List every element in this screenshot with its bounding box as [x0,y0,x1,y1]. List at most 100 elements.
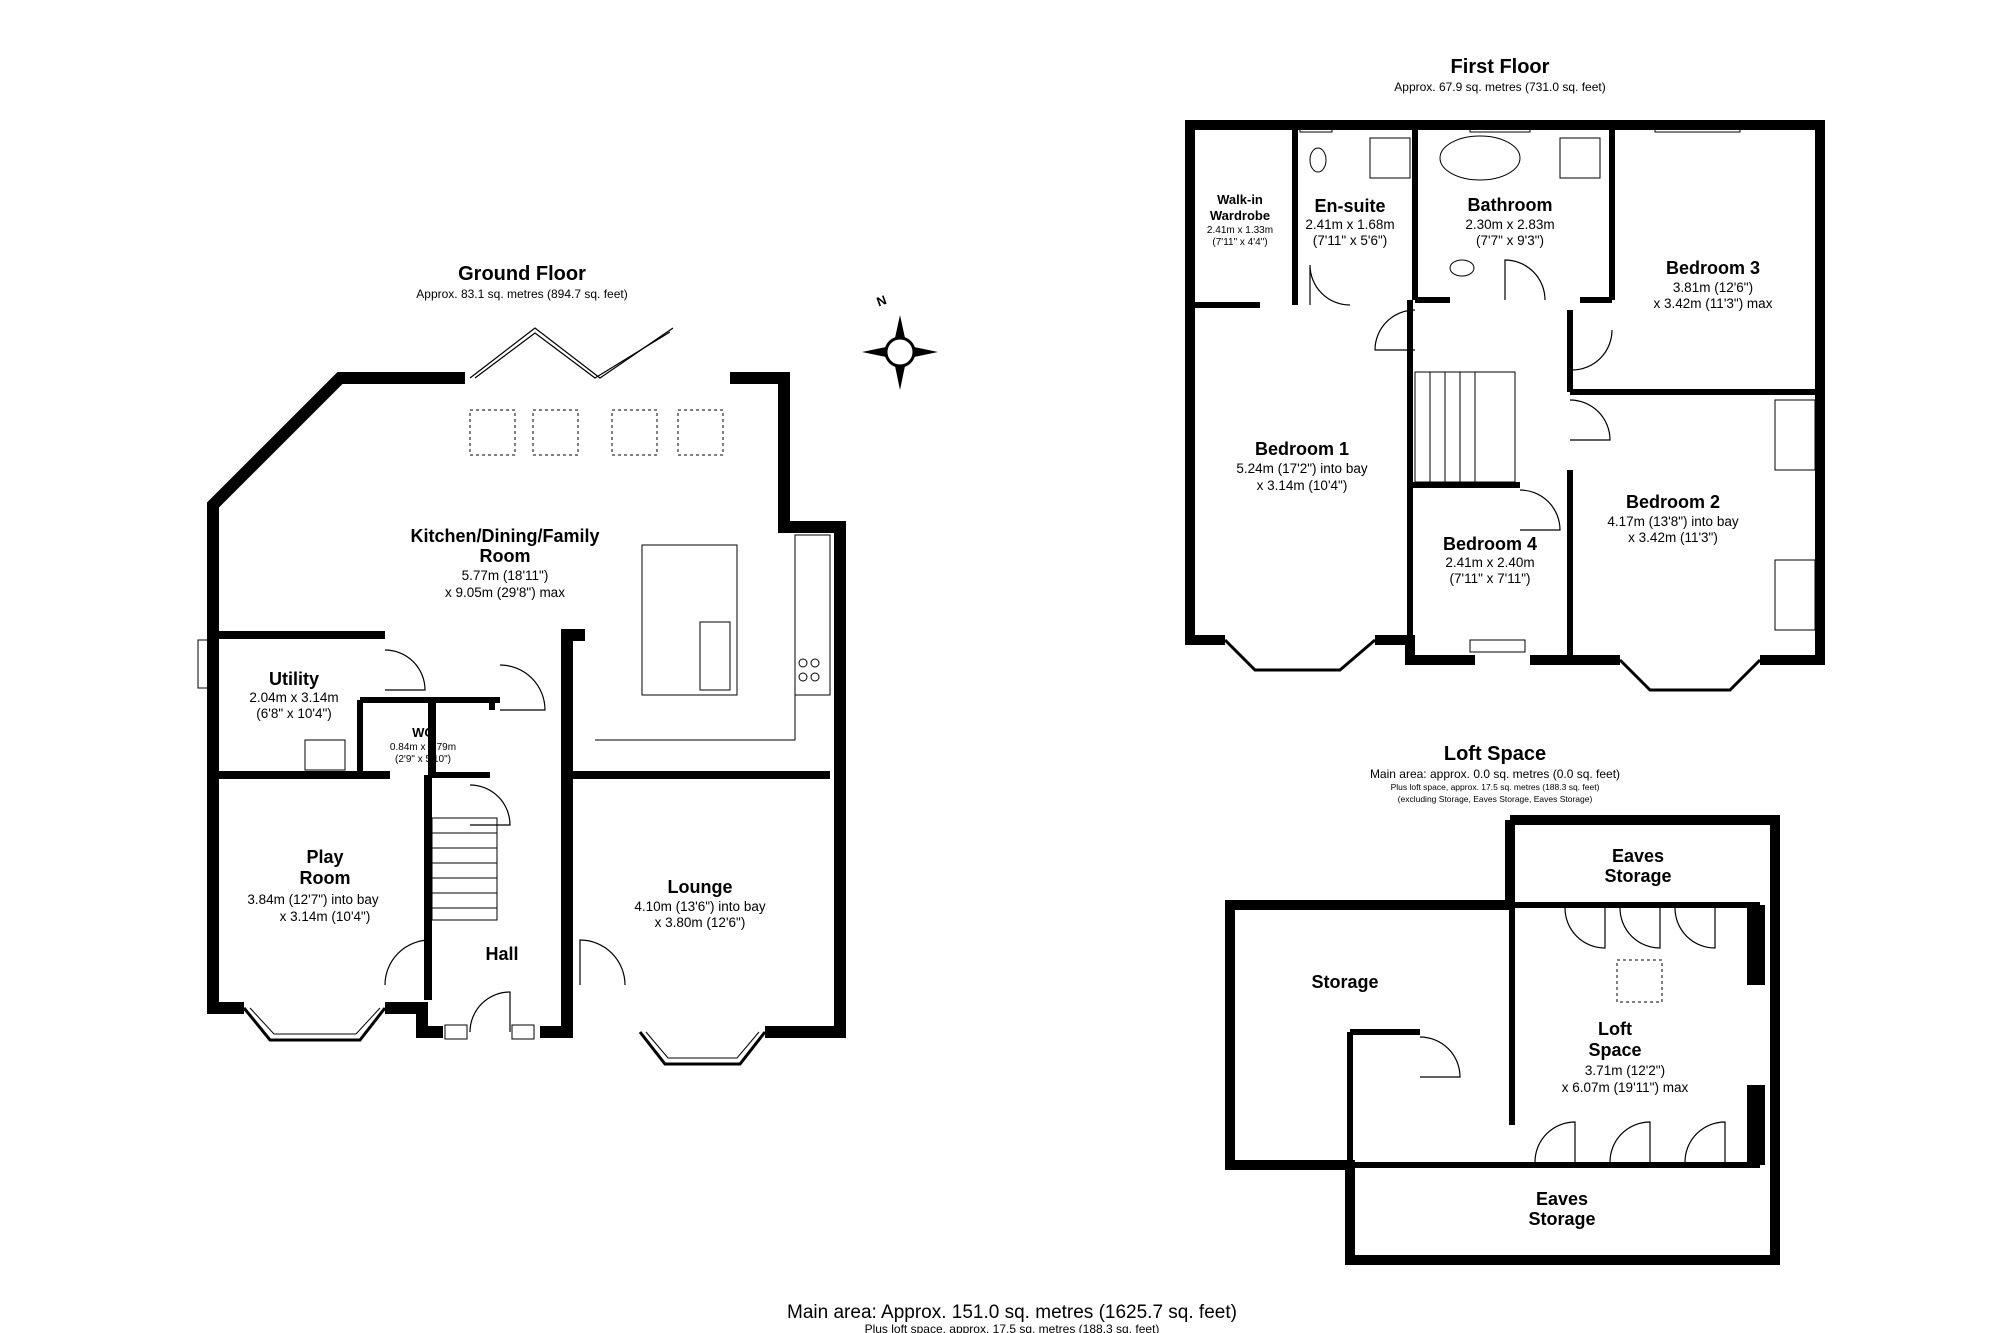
bed2-dim-2: x 3.42m (11'3") [1628,530,1718,545]
walkin-name-2: Wardrobe [1210,208,1270,223]
front-door [469,991,511,1033]
eaves-top-name-2: Storage [1604,866,1671,886]
playroom-bay-window [242,1007,387,1042]
loft-space-name-1: Loft [1598,1019,1632,1039]
footer-main-area: Main area: Approx. 151.0 sq. metres (162… [787,1302,1237,1323]
walkin-dim-2: (7'11" x 4'4") [1212,237,1267,248]
ground-floor-area: Approx. 83.1 sq. metres (894.7 sq. feet) [416,287,627,301]
lounge-dim-2: x 3.80m (12'6") [655,915,746,930]
loft-hatch [1616,959,1663,1003]
bed4-name: Bedroom 4 [1443,534,1537,554]
loft-outer-wall [1225,815,1780,1265]
hall-door-kitchen [499,664,546,711]
bathroom-toilet-icon [1449,259,1475,277]
hall-name: Hall [485,944,518,964]
wc-dim-1: 0.84m x 1.79m [390,742,456,753]
ensuite-dim-1: 2.41m x 1.68m [1305,217,1394,232]
playroom-dim-1: 3.84m (12'7") into bay [247,892,378,907]
walkin-dim-1: 2.41m x 1.33m [1207,225,1273,236]
ground-stairs [431,817,498,921]
bed2-bay-window [1618,658,1762,692]
loft-space-dim-2: x 6.07m (19'11") max [1562,1080,1689,1095]
first-floor-area: Approx. 67.9 sq. metres (731.0 sq. feet) [1394,80,1605,94]
ground-floor-plan [197,327,846,1066]
first-wall-west [1185,120,1290,645]
kitchen-counter-edge [595,695,796,741]
lounge-door [579,939,626,986]
eaves-bottom-door-3 [1684,1121,1726,1163]
playroom-dim-2: x 3.14m (10'4") [280,909,371,924]
eaves-top-door-3 [1674,907,1716,949]
compass-icon [862,315,938,390]
ground-wall-hall [540,629,585,1038]
ensuite-window [1299,121,1333,133]
lounge-dim-1: 4.10m (13'6") into bay [634,899,765,914]
first-stairs [1414,371,1516,483]
eaves-bottom-door-2 [1609,1121,1651,1163]
loft-plan [1225,815,1780,1265]
bed1-door [1374,309,1416,351]
lounge-bay-window [638,1031,767,1066]
bed3-door [1571,329,1613,371]
bed2-door [1569,399,1611,441]
eaves-bottom-door-1 [1534,1121,1576,1163]
eaves-bottom-name-1: Eaves [1536,1189,1588,1209]
ground-floor-title: Ground Floor [458,263,586,285]
bed1-bay-window [1223,638,1376,672]
loft-space-dim-1: 3.71m (12'2") [1585,1063,1665,1078]
bed4-dim-2: (7'11" x 7'11") [1449,571,1530,586]
eaves-top-door-1 [1564,907,1606,949]
eaves-top-door-2 [1619,907,1661,949]
ensuite-door [1309,264,1351,306]
bathroom-door [1504,259,1546,301]
first-wall-south-mid [1375,635,1475,665]
ground-wall-south-west [385,1002,443,1038]
loft-note-1: Plus loft space, approx. 17.5 sq. metres… [1391,782,1600,792]
loft-note-2: (excluding Storage, Eaves Storage, Eaves… [1398,794,1593,804]
chimney-bottom [1747,1085,1765,1165]
ensuite-shower [1369,137,1411,179]
wc-name: WC [412,725,434,740]
kitchen-name-1: Kitchen/Dining/Family [410,526,599,546]
utility-door [384,649,426,691]
kitchen-name-2: Room [480,546,531,566]
bed1-dim-2: x 3.14m (10'4") [1257,478,1348,493]
bathroom-dim-1: 2.30m x 2.83m [1465,217,1554,232]
lounge-name: Lounge [668,877,733,897]
bathroom-name: Bathroom [1468,195,1553,215]
storage-door [1419,1036,1461,1078]
bed1-name: Bedroom 1 [1255,439,1349,459]
storage-name: Storage [1311,972,1378,992]
bathtub-icon [1439,135,1521,181]
walkin-name-1: Walk-in [1217,192,1263,207]
playroom-door [384,939,431,986]
bed2-dim-1: 4.17m (13'8") into bay [1607,514,1738,529]
ensuite-dim-2: (7'11" x 5'6") [1313,233,1388,248]
first-floor-title: First Floor [1451,56,1550,78]
bed3-window [1654,121,1741,133]
bed4-window [1469,639,1526,653]
bed3-dim-2: x 3.42m (11'3") max [1654,296,1773,311]
ground-wall-west [207,372,465,1014]
playroom-name-1: Play [306,847,343,867]
first-floor-plan [1185,120,1825,692]
ensuite-name: En-suite [1314,196,1385,216]
skylights [469,409,724,456]
eaves-top-name-1: Eaves [1612,846,1664,866]
utility-sink [304,739,346,771]
bathroom-shower [1559,137,1601,179]
ensuite-toilet-icon [1309,147,1327,173]
kitchen-dim-2: x 9.05m (29'8") max [445,585,565,600]
stair-treads [432,832,497,909]
bed1-dim-1: 5.24m (17'2") into bay [1236,461,1367,476]
bed3-name: Bedroom 3 [1666,258,1760,278]
chimney-top [1747,905,1765,985]
loft-space-name-2: Space [1588,1040,1641,1060]
bed3-dim-1: 3.81m (12'6") [1673,280,1753,295]
under-stair-door [469,784,511,826]
ground-wall-east [730,372,846,1038]
compass-label: N [874,292,888,309]
front-door-sidelight-left [444,1024,468,1040]
bed2-name: Bedroom 2 [1626,492,1720,512]
